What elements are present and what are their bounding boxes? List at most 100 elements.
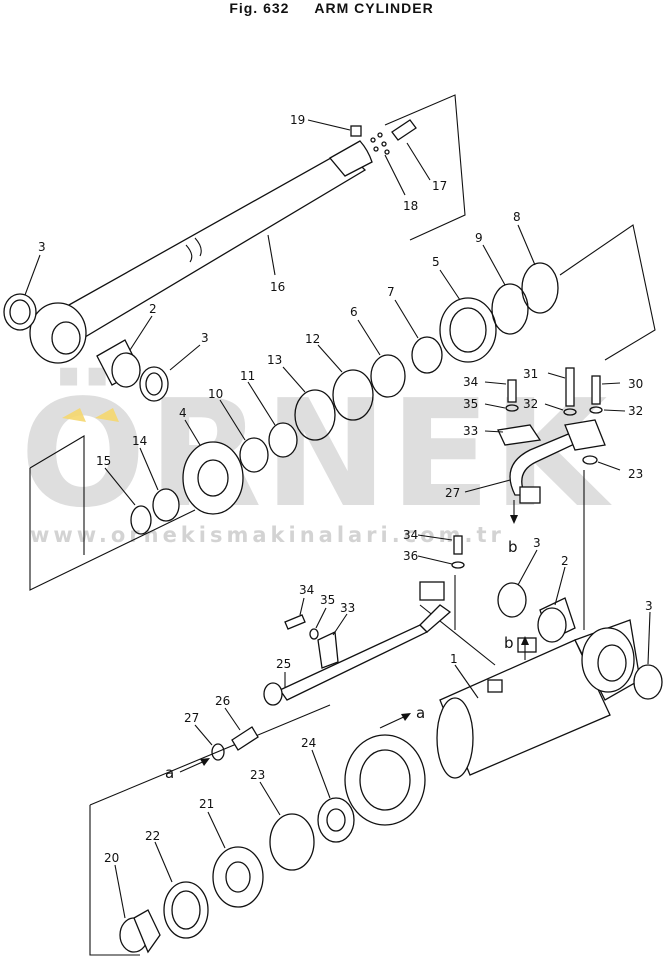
bracket-right-upper (559, 224, 656, 361)
part-21-piston-bore (225, 861, 251, 893)
leader-3b (169, 344, 201, 371)
callout-13: 13 (267, 353, 282, 367)
part-18-ball (381, 141, 387, 147)
part-17-grease-fitting (391, 119, 417, 141)
part-25-nut (263, 682, 283, 706)
leader-2b (554, 566, 566, 606)
cylinder-head-nut (344, 734, 426, 826)
callout-34: 34 (403, 528, 418, 542)
part-3-seal-mid (139, 366, 169, 402)
part-30-bolt (591, 375, 601, 405)
callout-10: 10 (208, 387, 223, 401)
part-2-bushing-right-face (537, 607, 567, 643)
part-28-block (519, 486, 541, 504)
callout-30: 30 (628, 377, 643, 391)
callout-26: 26 (215, 694, 230, 708)
callout-19: 19 (290, 113, 305, 127)
leader-21 (207, 811, 226, 849)
callout-6: 6 (350, 305, 358, 319)
watermark-accent-right (95, 408, 119, 422)
part-13-ring (294, 389, 336, 441)
callout-35: 35 (320, 593, 335, 607)
bottom-end-parts (497, 455, 663, 700)
part-23-cushion (269, 813, 315, 871)
leader-34c (299, 597, 305, 616)
leader-2a (129, 315, 153, 351)
callout-23: 23 (250, 768, 265, 782)
leader-32b (603, 409, 626, 412)
callout-5: 5 (432, 255, 440, 269)
leader-24 (311, 749, 331, 799)
leader-33a (484, 430, 504, 433)
leader-18 (384, 154, 406, 196)
part-23-oring-upper (582, 455, 598, 465)
leader-30 (601, 382, 621, 385)
part-11-ring (268, 422, 298, 458)
part-34-bolt (507, 379, 517, 403)
callout-32: 32 (628, 404, 643, 418)
leader-13 (282, 366, 306, 393)
callout-11: 11 (240, 369, 255, 383)
callout-1: 1 (450, 652, 458, 666)
leader-8 (517, 224, 536, 266)
part-5-piston (439, 297, 497, 363)
part-33-clamp-lower (317, 631, 339, 669)
lower-parts-row (119, 797, 355, 954)
part-19-plug (350, 125, 362, 137)
callout-35: 35 (463, 397, 478, 411)
part-4-head (182, 441, 244, 515)
leader-22 (154, 841, 173, 883)
arrow-b-upper-label: b (508, 538, 518, 556)
flow-arrows: a a b b (165, 500, 529, 782)
callout-31: 31 (523, 367, 538, 381)
callout-8: 8 (513, 210, 521, 224)
figure-number: Fig. 632 (229, 0, 290, 16)
part-34-bolt-lower (284, 614, 306, 630)
leader-1 (454, 664, 479, 699)
cylinder-port-small (487, 679, 503, 693)
callout-18: 18 (403, 199, 418, 213)
part-2-bushing-face (111, 352, 141, 388)
leader-6 (357, 319, 381, 356)
callout-24: 24 (301, 736, 316, 750)
bracket-bottom-diag (89, 704, 331, 806)
part-28-flange (564, 419, 606, 451)
leader-3c (517, 549, 538, 586)
callout-9: 9 (475, 231, 483, 245)
arrow-b-lower-label: b (504, 634, 514, 652)
callout-14: 14 (132, 434, 147, 448)
rod-body (59, 149, 367, 341)
part-5-piston-groove (449, 307, 487, 353)
leader-17 (406, 142, 431, 181)
part-22-ring (163, 881, 209, 939)
part-18-ball (384, 149, 390, 155)
part-7-wear-ring (411, 336, 443, 374)
cylinder-bore-end (436, 697, 474, 779)
leader-14 (139, 447, 159, 491)
part-36-washer (451, 561, 465, 569)
leader-33b (332, 613, 348, 636)
rod-thread-end (329, 140, 373, 177)
cylinder-head-nut-bore (359, 749, 411, 811)
part-12-oring (332, 369, 374, 421)
leader-36 (417, 555, 453, 565)
part-35-washer (505, 404, 519, 412)
part-20-collar-body (133, 909, 161, 954)
part-18-ball (377, 132, 383, 138)
arrow-a-mid-label: a (416, 704, 425, 722)
bracket-rod-end (384, 94, 466, 241)
leader-31 (547, 372, 566, 379)
leader-5 (439, 269, 461, 301)
leader-4 (184, 419, 201, 446)
bracket-bottom-left (89, 805, 140, 956)
watermark-url: www.ornekismakinalari.com.tr (30, 523, 505, 547)
figure-name: ARM CYLINDER (314, 0, 434, 16)
part-14-seal (152, 488, 180, 522)
leader-28 (464, 479, 511, 493)
part-22-ring-inner (171, 890, 201, 930)
leader-26 (224, 707, 241, 731)
part-21-piston (212, 846, 264, 908)
leader-16 (267, 234, 276, 276)
bracket-left-mid (29, 435, 85, 555)
leader-23a (597, 461, 621, 471)
